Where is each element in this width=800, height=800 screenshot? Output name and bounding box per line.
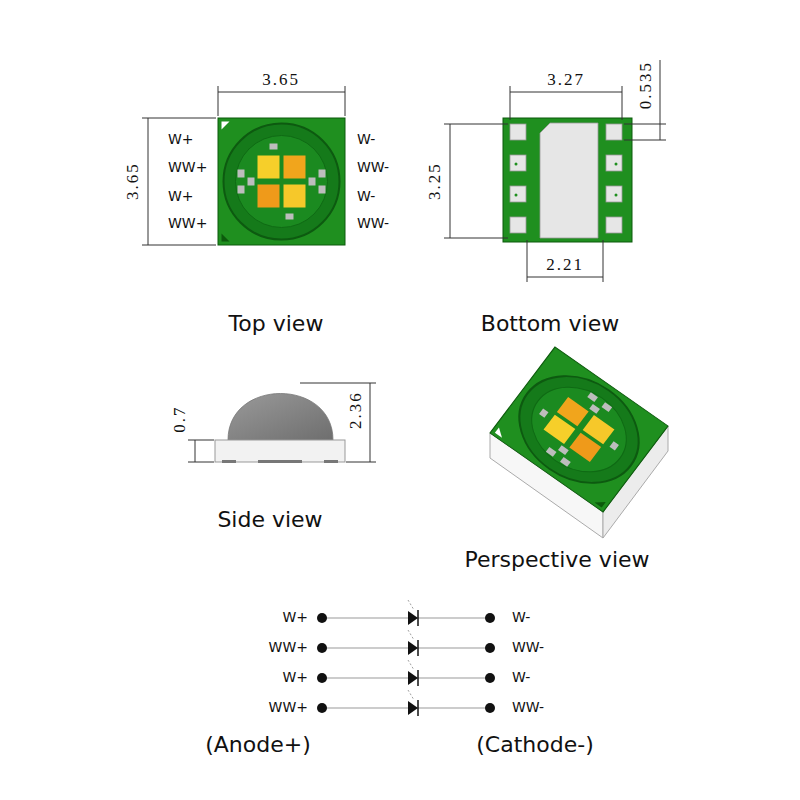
solder-pads (510, 123, 622, 238)
pin-name: W+ (282, 670, 308, 685)
dimension-lines (142, 86, 345, 245)
view-caption: Top view (229, 312, 324, 336)
terminal-caption: (Cathode-) (476, 733, 593, 757)
terminal-caption: (Anode+) (205, 733, 311, 757)
pin-name: WW- (357, 216, 389, 231)
pin-name: WW- (512, 640, 544, 655)
pin-name: W- (357, 132, 375, 147)
dimension-value: 0.535 (637, 61, 656, 109)
view-caption: Bottom view (481, 312, 619, 336)
pin-name: WW- (512, 700, 544, 715)
pin-name: WW- (357, 160, 389, 175)
pin-name: W- (512, 670, 530, 685)
pin-name: WW+ (269, 700, 308, 715)
dimension-value: 3.65 (262, 71, 300, 90)
dimension-value: 3.25 (426, 162, 445, 200)
dimension-value: 0.7 (171, 405, 190, 432)
pin-name: W- (512, 610, 530, 625)
dimension-value: 3.65 (124, 162, 143, 200)
pin-name: WW+ (168, 160, 207, 175)
view-caption: Perspective view (464, 548, 649, 572)
dimension-value: 2.36 (347, 391, 366, 429)
led-schematic (317, 600, 495, 716)
dimension-value: 3.27 (547, 71, 585, 90)
pin-name: W- (357, 189, 375, 204)
pin-name: WW+ (269, 640, 308, 655)
pin-name: WW+ (168, 216, 207, 231)
dimension-value: 2.21 (546, 256, 584, 275)
view-caption: Side view (217, 508, 322, 532)
pin-name: W+ (168, 189, 194, 204)
pin-name: W+ (282, 610, 308, 625)
pin-name: W+ (168, 132, 194, 147)
